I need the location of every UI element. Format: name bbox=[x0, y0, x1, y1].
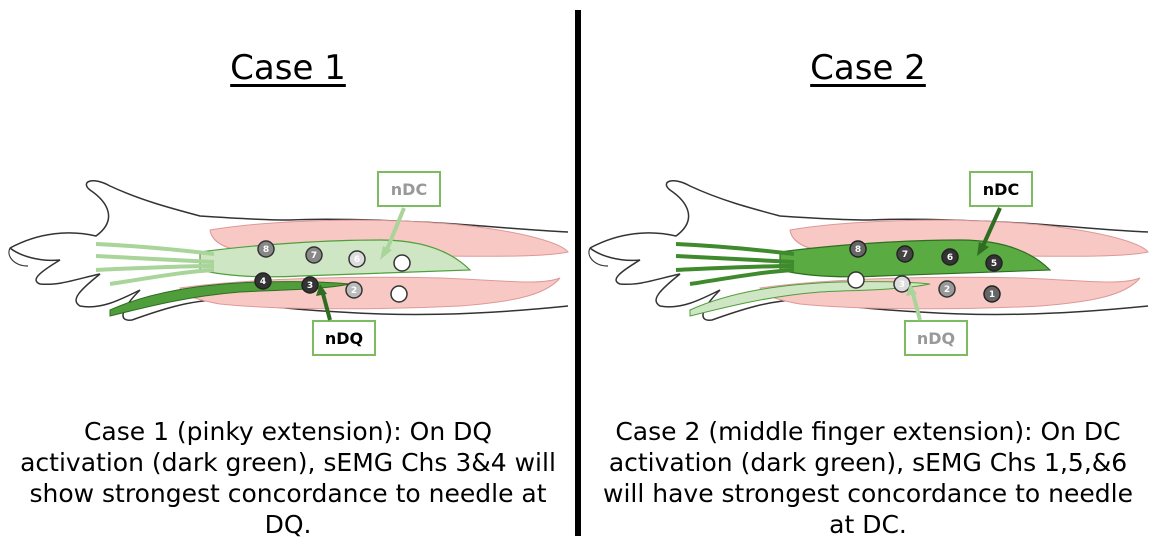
channel-2: 2 bbox=[939, 281, 955, 297]
case-1-forearm-diagram: 8 7 6 4 3 2 nDC nDQ bbox=[0, 160, 576, 370]
channel-1 bbox=[391, 286, 407, 302]
muscle-lower bbox=[180, 277, 560, 308]
channel-2: 2 bbox=[346, 282, 362, 298]
ndq-label: nDQ bbox=[325, 329, 363, 348]
channel-7-label: 7 bbox=[311, 251, 317, 261]
channel-6-label: 6 bbox=[947, 253, 953, 263]
ndc-label: nDC bbox=[391, 180, 427, 199]
ndc-label: nDC bbox=[983, 180, 1019, 199]
channel-4 bbox=[848, 272, 864, 288]
case-1-title: Case 1 bbox=[0, 48, 576, 88]
case-1-panel: Case 1 8 7 6 4 3 2 bbox=[0, 0, 576, 542]
channel-2-label: 2 bbox=[944, 285, 950, 295]
channel-8-label: 8 bbox=[263, 245, 269, 255]
case-2-caption: Case 2 (middle finger extension): On DC … bbox=[600, 416, 1136, 540]
case-2-title: Case 2 bbox=[580, 48, 1156, 88]
channel-7: 7 bbox=[897, 246, 913, 262]
channel-1: 1 bbox=[984, 286, 1000, 302]
channel-3: 3 bbox=[302, 277, 318, 293]
channel-1-label: 1 bbox=[989, 290, 995, 300]
channel-8: 8 bbox=[258, 241, 274, 257]
channel-7: 7 bbox=[306, 247, 322, 263]
channel-8-label: 8 bbox=[855, 245, 861, 255]
channel-2-label: 2 bbox=[351, 286, 357, 296]
channel-5-label: 5 bbox=[991, 259, 997, 269]
channel-5: 5 bbox=[986, 255, 1002, 271]
channel-6-label: 6 bbox=[354, 255, 360, 265]
channel-8: 8 bbox=[850, 241, 866, 257]
channel-5 bbox=[394, 255, 410, 271]
channel-4-label: 4 bbox=[260, 277, 266, 287]
case-2-forearm-diagram: 8 7 6 5 3 2 1 nDC nDQ bbox=[580, 160, 1156, 370]
channel-6: 6 bbox=[349, 251, 365, 267]
case-1-caption: Case 1 (pinky extension): On DQ activati… bbox=[20, 416, 556, 540]
channel-3-label: 3 bbox=[899, 280, 905, 290]
case-2-panel: Case 2 8 7 6 5 3 2 1 nDC bbox=[580, 0, 1156, 542]
channel-7-label: 7 bbox=[902, 250, 908, 260]
ndq-label: nDQ bbox=[917, 329, 955, 348]
channel-4: 4 bbox=[255, 273, 271, 289]
channel-6: 6 bbox=[942, 249, 958, 265]
channel-3: 3 bbox=[894, 276, 910, 292]
channel-3-label: 3 bbox=[307, 281, 313, 291]
